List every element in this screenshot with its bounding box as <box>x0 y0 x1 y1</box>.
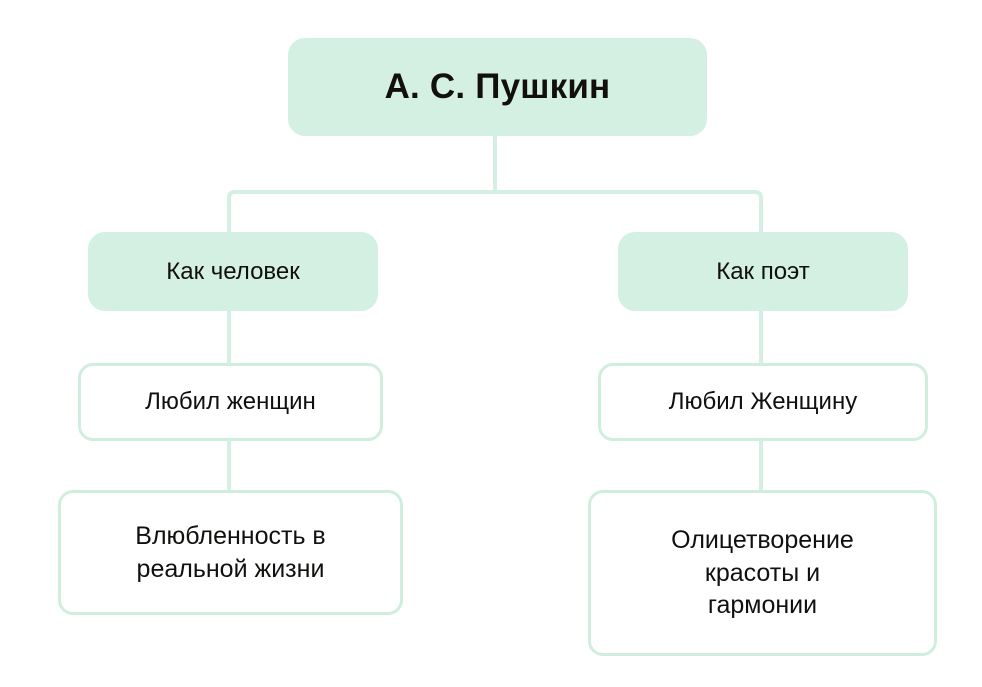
node-beauty-harmony-label: Олицетворение красоты и гармонии <box>671 526 854 620</box>
connector-branch-bar <box>227 190 763 232</box>
node-root-label: А. С. Пушкин <box>384 67 611 107</box>
node-real-life-label: Влюбленность в реальной жизни <box>135 522 326 583</box>
node-beauty-harmony: Олицетворение красоты и гармонии <box>588 490 937 656</box>
node-loved-woman: Любил Женщину <box>598 363 928 441</box>
node-loved-woman-label: Любил Женщину <box>668 388 858 416</box>
node-real-life: Влюбленность в реальной жизни <box>58 490 403 615</box>
node-loved-women: Любил женщин <box>78 363 383 441</box>
node-branch-as-poet-label: Как поэт <box>716 257 810 285</box>
node-root: А. С. Пушкин <box>288 38 707 136</box>
node-loved-women-label: Любил женщин <box>145 388 316 416</box>
node-branch-as-poet: Как поэт <box>618 232 908 311</box>
node-branch-as-person: Как человек <box>88 232 378 311</box>
node-branch-as-person-label: Как человек <box>166 257 300 285</box>
